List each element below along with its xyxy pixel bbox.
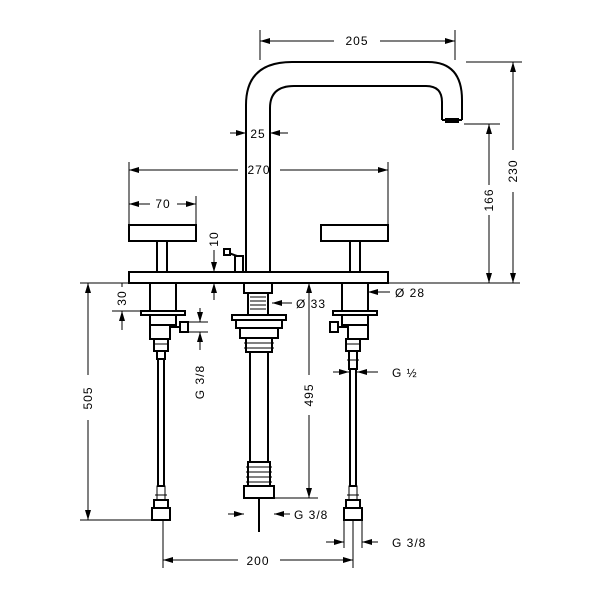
- dim-label-230: 230: [506, 159, 520, 182]
- dim-plate-height: 10: [207, 231, 221, 300]
- dim-label-70: 70: [155, 197, 170, 211]
- dim-label-center-g38: G 3/8: [294, 508, 328, 522]
- dim-right-thread-upper: G ½: [333, 366, 418, 380]
- dim-label-270: 270: [247, 163, 270, 177]
- dim-spout-reach: 205: [259, 30, 456, 60]
- dim-spread-top: 270: [128, 162, 389, 225]
- dim-center-thread: G 3/8: [228, 508, 328, 522]
- dim-label-166: 166: [482, 188, 496, 211]
- dim-right-thread-lower: G 3/8: [326, 520, 426, 550]
- dim-label-d33: Ø 33: [296, 297, 326, 311]
- dim-spout-diameter: 25: [230, 127, 288, 141]
- dim-left-thread: G 3/8: [188, 308, 208, 399]
- popup-lever: [223, 248, 244, 273]
- left-handle-stem: [156, 240, 168, 273]
- left-valve: [140, 282, 189, 521]
- spout: [245, 61, 463, 272]
- dim-right-body-diameter: Ø 28: [368, 286, 425, 300]
- right-handle-stem: [349, 240, 361, 273]
- deck-plate: [128, 271, 389, 284]
- dim-label-d28: Ø 28: [395, 286, 425, 300]
- right-handle: [320, 224, 389, 242]
- dim-label-495: 495: [302, 383, 316, 406]
- dim-under-deck-total: 505: [80, 283, 152, 521]
- dim-handle-width: 70: [129, 196, 197, 225]
- dim-label-25: 25: [250, 127, 265, 141]
- dim-label-505: 505: [81, 386, 95, 409]
- dim-outlet-height: 166: [464, 123, 500, 283]
- dim-label-10: 10: [207, 231, 221, 246]
- dim-label-30: 30: [115, 290, 129, 305]
- right-valve: [329, 282, 378, 521]
- center-shank: [231, 282, 287, 532]
- dim-spread-bottom: 200: [162, 520, 354, 568]
- dim-center-length: 495: [272, 283, 318, 499]
- dim-overall-height: 230: [466, 61, 522, 283]
- dim-label-left-g38: G 3/8: [193, 365, 207, 399]
- left-handle: [128, 224, 197, 242]
- dim-label-g-half: G ½: [392, 366, 418, 380]
- dim-under-deck-30: 30: [112, 283, 141, 330]
- dim-center-body-diameter: Ø 33: [272, 297, 326, 311]
- dim-label-205: 205: [345, 34, 368, 48]
- aerator: [445, 118, 459, 123]
- dim-label-right-g38: G 3/8: [392, 536, 426, 550]
- dim-label-200: 200: [246, 554, 269, 568]
